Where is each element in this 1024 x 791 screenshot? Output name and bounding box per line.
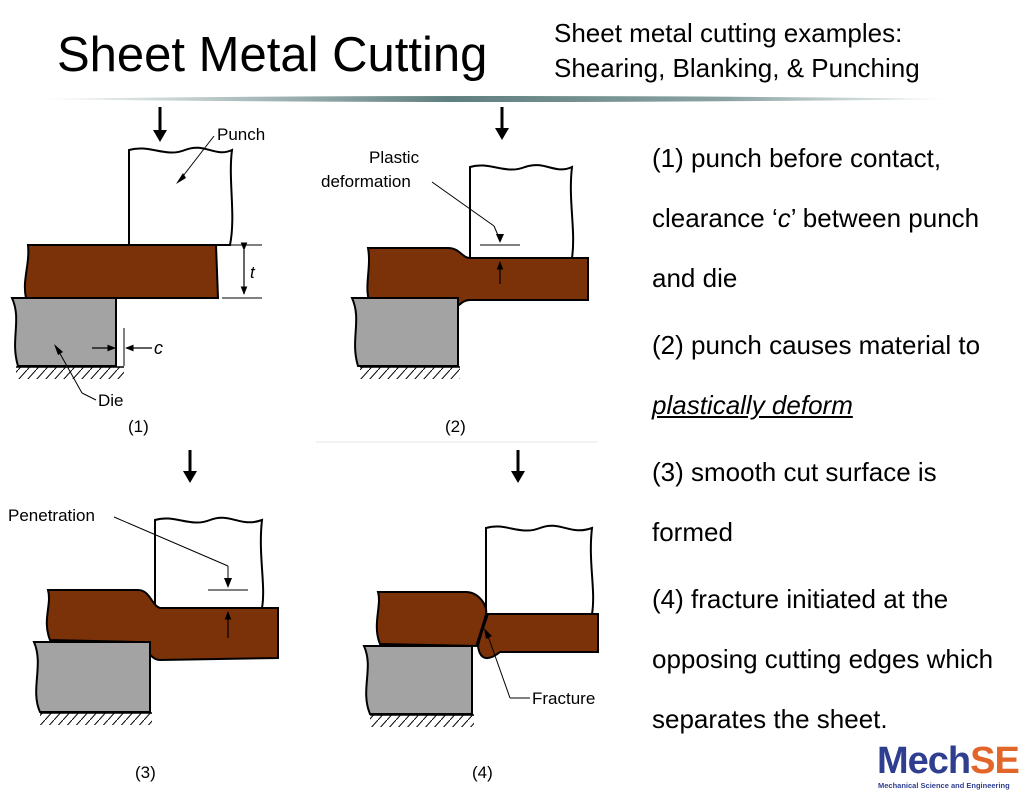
die-4 <box>362 645 473 715</box>
label-deformation: deformation <box>321 172 411 191</box>
sheet-2 <box>366 247 589 312</box>
sheet-4-left <box>375 591 488 648</box>
note-step-2: (2) punch causes material to plastically… <box>652 330 981 420</box>
label-thickness-t: t <box>250 263 256 282</box>
punch-2 <box>469 164 575 259</box>
step-2-panel: Plastic deformation (2) <box>321 107 589 436</box>
die-1 <box>10 297 117 367</box>
label-die: Die <box>98 391 124 410</box>
sheet-1 <box>23 244 220 299</box>
punch-3 <box>154 516 265 609</box>
label-fracture: Fracture <box>532 689 595 708</box>
punch-4 <box>485 524 595 615</box>
die-2 <box>350 297 459 367</box>
label-clearance-c: c <box>154 338 163 358</box>
ground-hatch-4 <box>370 715 474 727</box>
mechse-logo: MechSE Mechanical Science and Engineerin… <box>877 740 1020 790</box>
step-3-caption: (3) <box>135 763 156 782</box>
step-3-panel: Penetration (3) <box>8 450 279 782</box>
step-notes: (1) punch before contact, clearance ‘c’ … <box>652 128 1024 756</box>
ground-hatch-1 <box>16 367 124 379</box>
label-plastic: Plastic <box>369 148 420 167</box>
title-underline-rule <box>30 96 958 102</box>
step-1-caption: (1) <box>128 417 149 436</box>
label-penetration: Penetration <box>8 506 95 525</box>
step-1-panel: Punch t c Die (1) <box>10 107 265 436</box>
slide-subtitle: Sheet metal cutting examples: Shearing, … <box>554 16 920 86</box>
label-punch: Punch <box>217 125 265 144</box>
note-step-1: (1) punch before contact, clearance ‘c’ … <box>652 143 980 293</box>
step-4-panel: Fracture (4) <box>362 450 599 782</box>
cutting-steps-diagram: Punch t c Die (1) Plastic deformation <box>8 107 599 782</box>
ground-hatch-3 <box>40 713 152 725</box>
die-3 <box>32 641 151 713</box>
subtitle-line-2: Shearing, Blanking, & Punching <box>554 53 920 83</box>
step-2-caption: (2) <box>445 417 466 436</box>
step-4-caption: (4) <box>472 763 493 782</box>
note-step-3: (3) smooth cut surface is formed <box>652 457 937 547</box>
sheet-4-right <box>476 613 599 659</box>
subtitle-line-1: Sheet metal cutting examples: <box>554 18 903 48</box>
punch-1 <box>128 146 234 246</box>
slide-title: Sheet Metal Cutting <box>57 28 488 82</box>
ground-hatch-2 <box>360 367 460 379</box>
sheet-3 <box>45 589 279 662</box>
note-step-4: (4) fracture initiated at the opposing c… <box>652 584 994 734</box>
